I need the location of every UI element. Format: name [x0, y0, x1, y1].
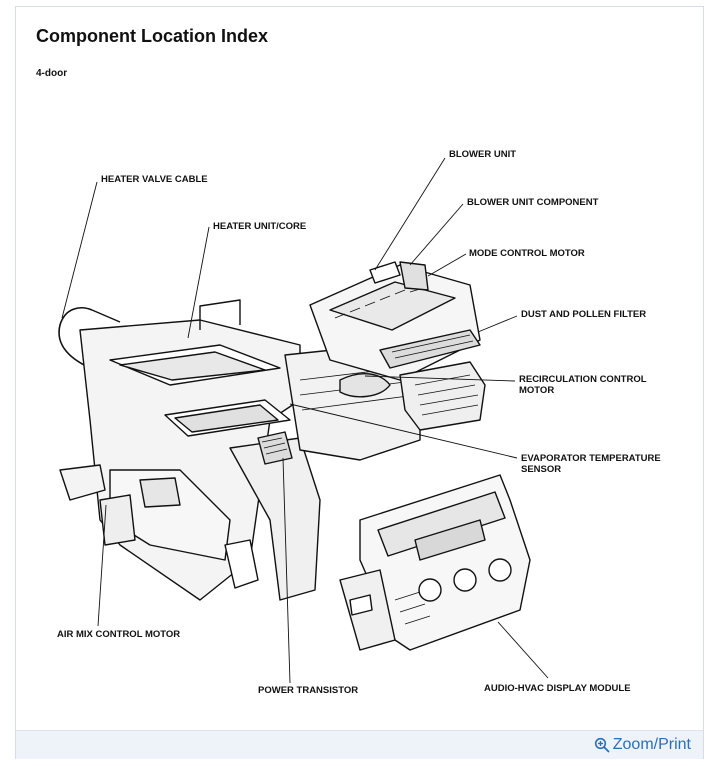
label-heater-valve-cable: HEATER VALVE CABLE — [101, 174, 208, 185]
label-dust-pollen-filter: DUST AND POLLEN FILTER — [521, 309, 646, 320]
zoom-in-icon — [594, 737, 610, 753]
audio-hvac-module-drawing — [339, 474, 531, 651]
leader-mode-control-motor — [427, 253, 467, 277]
label-blower-unit-component: BLOWER UNIT COMPONENT — [467, 197, 599, 208]
leader-audio-hvac-module — [497, 621, 549, 679]
label-blower-unit: BLOWER UNIT — [449, 149, 516, 160]
label-recirculation-control-motor-line1: RECIRCULATION CONTROL — [519, 374, 647, 385]
leader-dust-pollen-filter — [477, 315, 518, 333]
leader-blower-unit-component — [409, 203, 464, 266]
page-subtitle: 4-door — [36, 68, 68, 79]
label-recirculation-control-motor-line2: MOTOR — [519, 385, 554, 396]
label-audio-hvac-display-module: AUDIO-HVAC DISPLAY MODULE — [484, 683, 631, 694]
hvac-unit-drawing — [58, 261, 486, 601]
zoom-print-label: Zoom/Print — [612, 736, 691, 753]
page-title: Component Location Index — [36, 26, 268, 46]
label-mode-control-motor: MODE CONTROL MOTOR — [469, 248, 585, 259]
leader-heater-unit-core — [187, 226, 210, 339]
zoom-print-link[interactable]: Zoom/Print — [594, 736, 691, 754]
label-power-transistor: POWER TRANSISTOR — [258, 685, 358, 696]
leader-evaporator-sensor — [289, 403, 518, 459]
leader-power-transistor — [282, 457, 291, 684]
leader-lines — [61, 157, 549, 684]
leader-heater-valve-cable — [61, 181, 98, 319]
label-air-mix-control-motor: AIR MIX CONTROL MOTOR — [57, 629, 180, 640]
leader-blower-unit — [374, 157, 446, 271]
leader-air-mix-control-motor — [97, 504, 107, 627]
label-heater-unit-core: HEATER UNIT/CORE — [213, 221, 306, 232]
label-evaporator-temperature-sensor-line1: EVAPORATOR TEMPERATURE — [521, 453, 661, 464]
diagram-footer: Zoom/Print — [16, 730, 703, 759]
label-evaporator-temperature-sensor-line2: SENSOR — [521, 464, 561, 475]
leader-recirculation-motor — [364, 375, 516, 382]
hvac-diagram: HEATER VALVE CABLE HEATER UNIT/CORE BLOW… — [57, 149, 661, 696]
